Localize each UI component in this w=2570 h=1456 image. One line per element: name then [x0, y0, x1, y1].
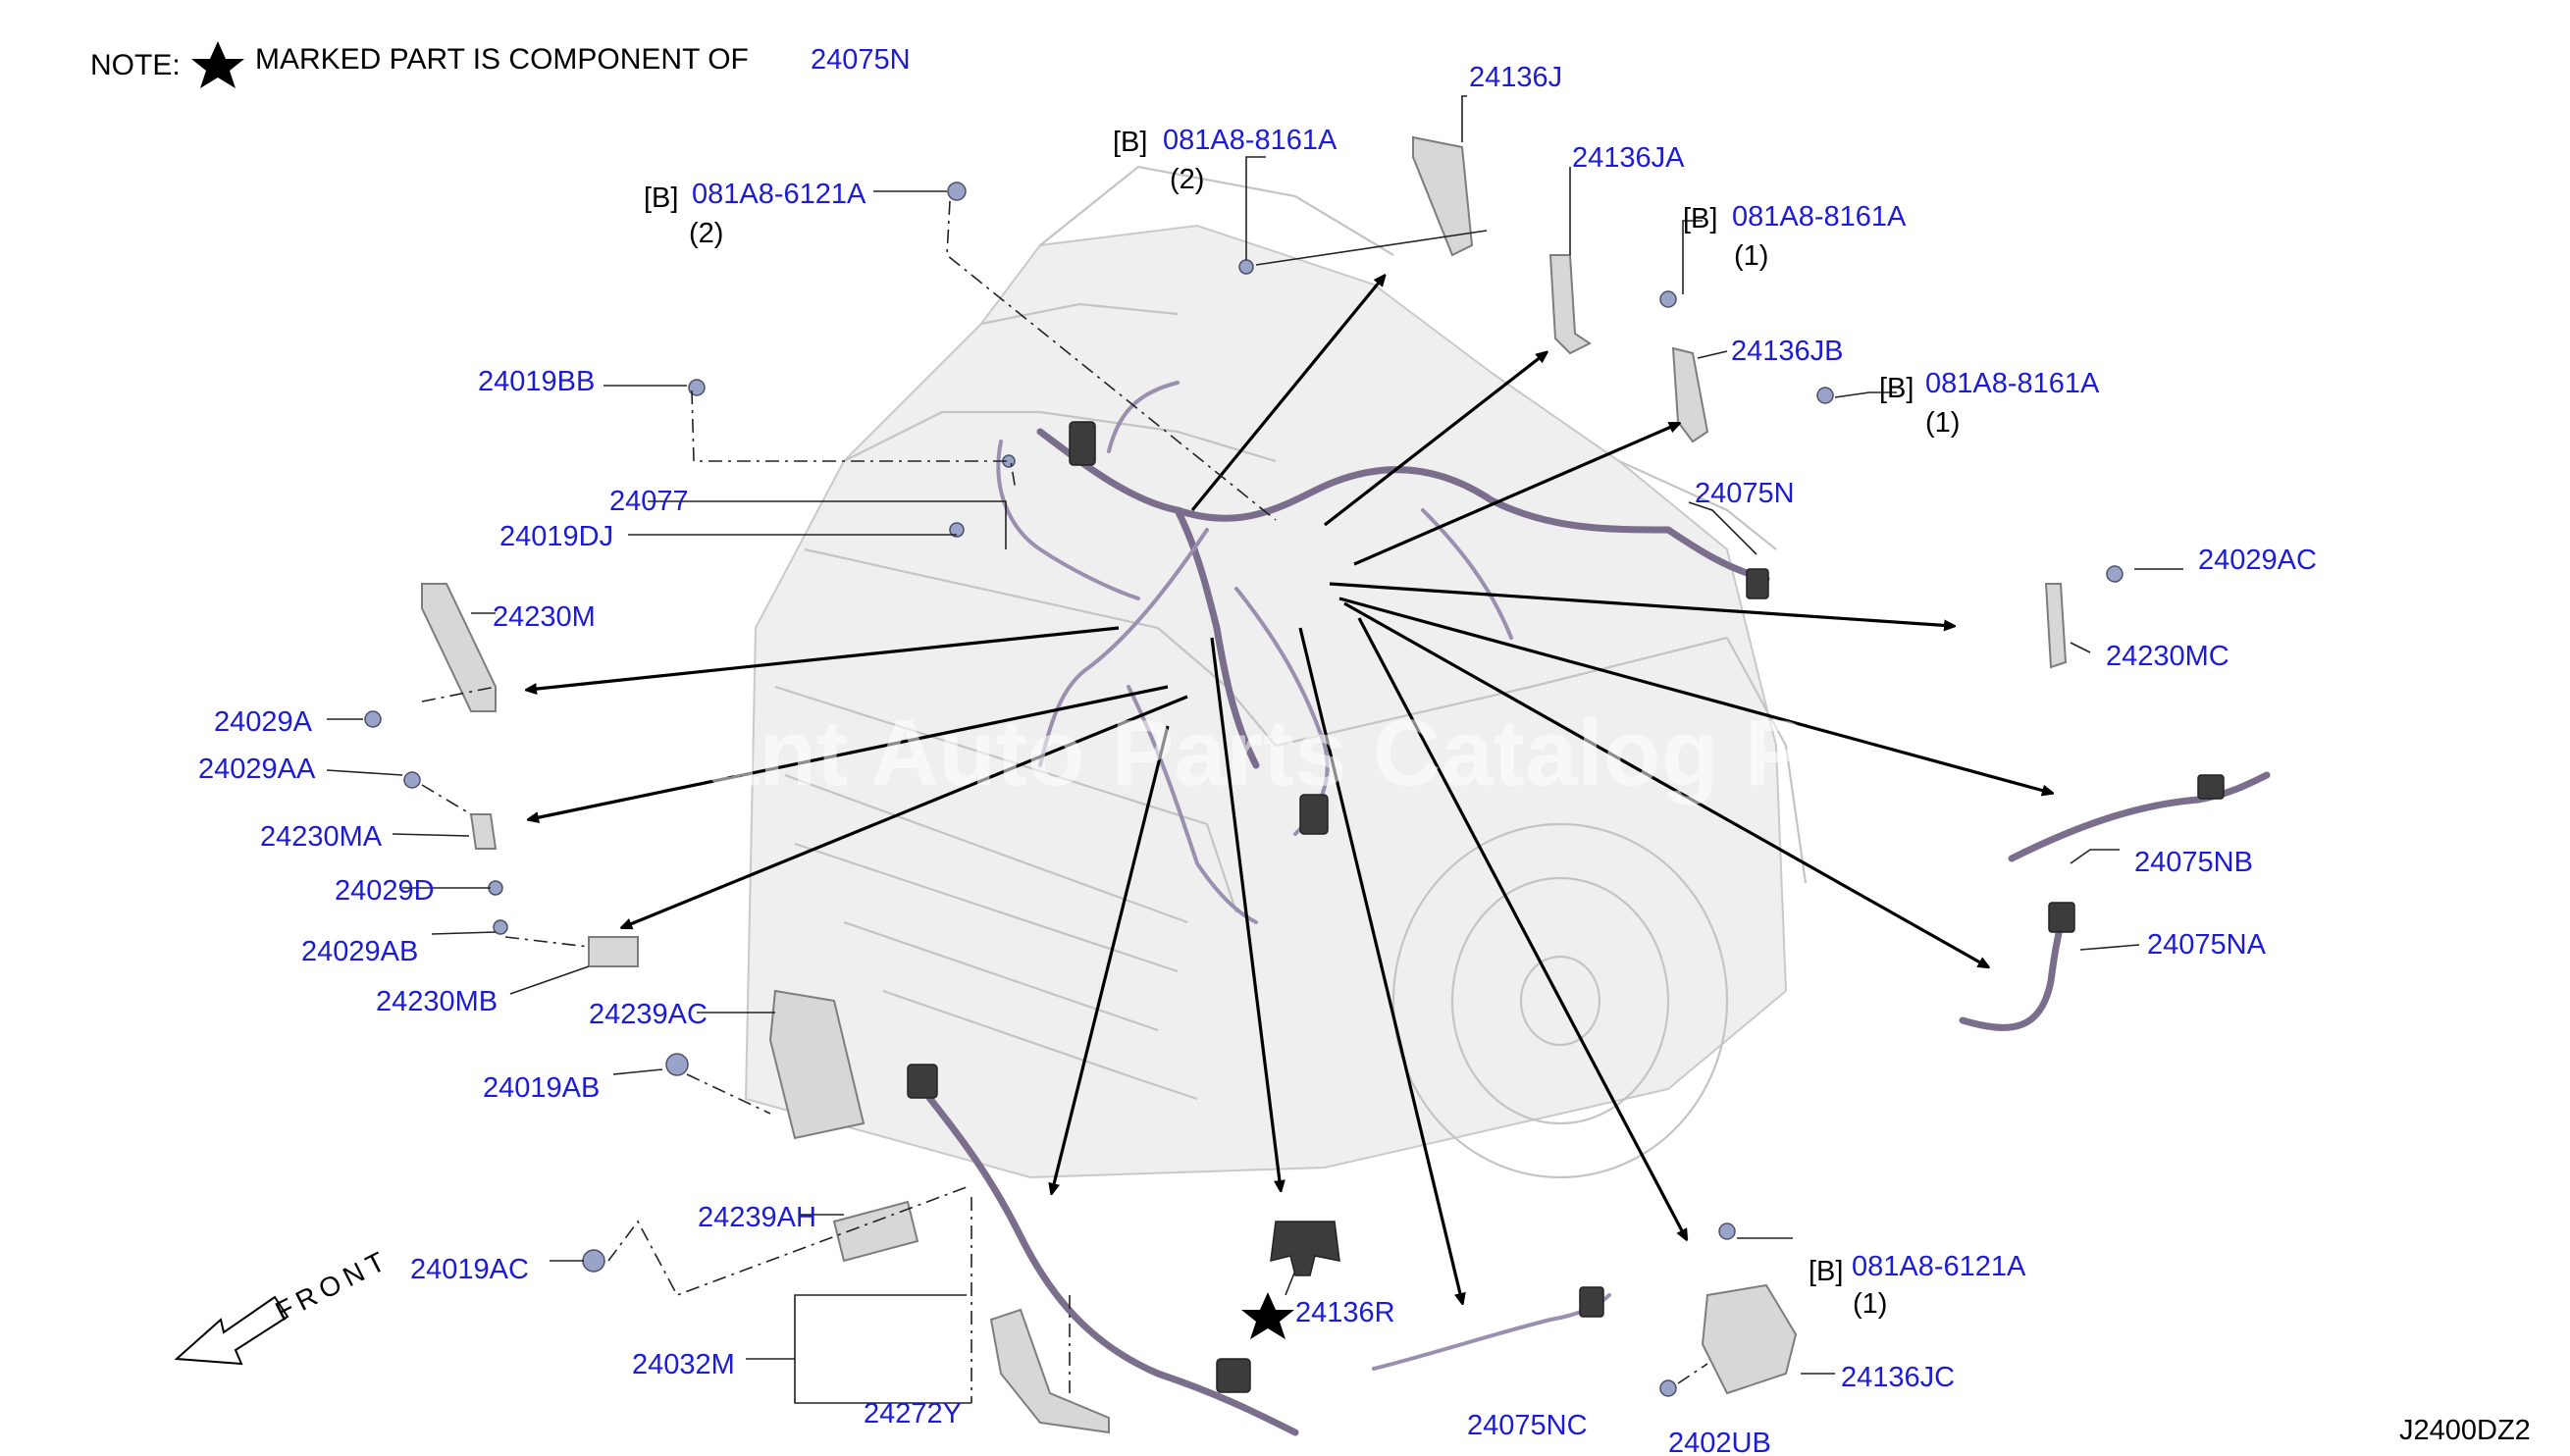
bolt-081A8-8161A-r2[interactable]: 081A8-8161A [1925, 368, 2100, 399]
engine-room-harness [996, 381, 1770, 924]
part-24136R[interactable]: 24136R [1295, 1297, 1395, 1328]
qty: (1) [1853, 1288, 1887, 1320]
part-24019AB[interactable]: 24019AB [483, 1072, 600, 1104]
part-24075NA[interactable]: 24075NA [2147, 929, 2267, 961]
part-24136JC[interactable]: 24136JC [1841, 1362, 1955, 1393]
bolt-081A8-6121A-bottom[interactable]: 081A8-6121A [1852, 1251, 2026, 1282]
part-24136JA[interactable]: 24136JA [1572, 142, 1685, 174]
leader-arrows [528, 277, 2051, 1302]
part-24136JB[interactable]: 24136JB [1731, 336, 1844, 367]
qty: (2) [689, 218, 723, 249]
part-24075NC[interactable]: 24075NC [1467, 1410, 1588, 1441]
part-24230M[interactable]: 24230M [493, 601, 596, 633]
part-24019AC[interactable]: 24019AC [410, 1254, 529, 1285]
diagram-code: J2400DZ2 [2399, 1415, 2531, 1446]
bracket-tag: [B] [1113, 127, 1147, 158]
vehicle-outline [744, 165, 1808, 1179]
part-24230MA[interactable]: 24230MA [260, 821, 383, 853]
part-24019DJ[interactable]: 24019DJ [499, 521, 613, 552]
part-24075N[interactable]: 24075N [1695, 478, 1795, 509]
bracket-tag: [B] [1683, 203, 1717, 234]
part-24239AC[interactable]: 24239AC [589, 999, 708, 1030]
bracket-tag: [B] [1879, 373, 1914, 404]
bolt-081A8-6121A-top[interactable]: 081A8-6121A [692, 179, 866, 210]
qty: (1) [1925, 407, 1960, 439]
note-ref-24075N[interactable]: 24075N [811, 44, 911, 76]
front-label: FRONT [271, 1243, 395, 1326]
watermark: ant Auto Parts Catalog P [707, 701, 1808, 806]
bracket-tag: [B] [1809, 1256, 1843, 1287]
part-24136J[interactable]: 24136J [1469, 62, 1562, 93]
qty: (2) [1170, 164, 1204, 195]
bracket-tag: [B] [644, 182, 678, 214]
part-24239AH[interactable]: 24239AH [698, 1202, 816, 1233]
qty: (1) [1734, 240, 1768, 272]
part-24029AA[interactable]: 24029AA [198, 754, 316, 785]
star-icon [191, 41, 244, 88]
star-icon [1241, 1292, 1294, 1339]
part-24029AC[interactable]: 24029AC [2198, 545, 2317, 576]
part-24272Y[interactable]: 24272Y [864, 1398, 962, 1430]
part-24230MB[interactable]: 24230MB [376, 986, 498, 1017]
part-24029D[interactable]: 24029D [335, 875, 435, 907]
note-text: MARKED PART IS COMPONENT OF [255, 43, 749, 76]
bolt-081A8-8161A-top[interactable]: 081A8-8161A [1163, 125, 1337, 156]
part-24077[interactable]: 24077 [609, 486, 689, 517]
label-leaders [326, 95, 2183, 1404]
parts [364, 135, 2271, 1436]
part-2402UB[interactable]: 2402UB [1668, 1428, 1771, 1456]
part-24029A[interactable]: 24029A [214, 706, 313, 738]
bolt-081A8-8161A-r1[interactable]: 081A8-8161A [1732, 201, 1907, 233]
note-prefix: NOTE: [90, 49, 181, 81]
part-24019BB[interactable]: 24019BB [478, 366, 595, 397]
part-24075NB[interactable]: 24075NB [2134, 847, 2253, 878]
front-arrow-icon [174, 1295, 289, 1366]
part-24029AB[interactable]: 24029AB [301, 936, 418, 967]
part-24032M[interactable]: 24032M [632, 1349, 735, 1380]
part-24230MC[interactable]: 24230MC [2106, 641, 2229, 672]
